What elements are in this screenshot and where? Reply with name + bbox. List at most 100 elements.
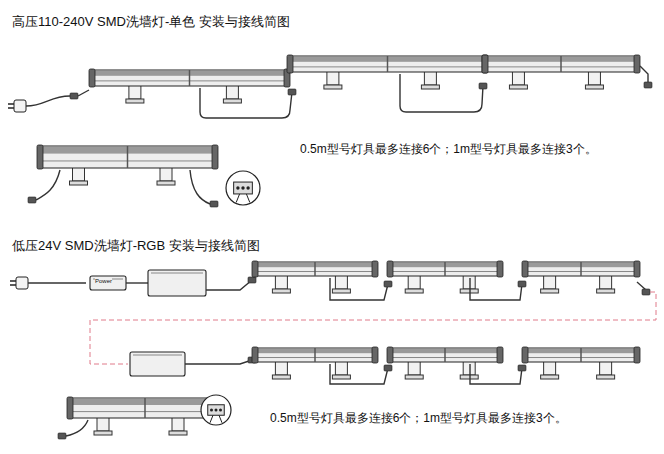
mounting-bracket (226, 86, 238, 99)
wall-washer-fixture (482, 55, 640, 89)
wall-washer-fixture (252, 261, 378, 293)
note-text: 0.5m型号灯具最多连接6个；1m型号灯具最多连接3个。 (270, 412, 567, 426)
power-cable (126, 282, 148, 283)
fixture-body (40, 146, 215, 168)
mounting-bracket (544, 276, 556, 289)
cable-connector (210, 201, 218, 207)
cable-connector (384, 281, 392, 287)
wall-washer-fixture (387, 347, 503, 379)
fixture-body (525, 262, 637, 276)
fixture-body (525, 348, 637, 362)
mounting-bracket (129, 86, 141, 99)
power-cable (78, 90, 89, 96)
end-cap (252, 347, 258, 363)
fixture-joint (580, 348, 582, 362)
cable-connector (518, 365, 526, 371)
power-cable (400, 74, 483, 112)
power-cable (190, 170, 210, 204)
mounting-bracket (160, 168, 172, 181)
power-cable (28, 282, 86, 283)
bracket-base (597, 375, 615, 379)
cable-connector (479, 83, 487, 89)
power-cable (330, 278, 388, 300)
mounting-bracket (335, 362, 347, 375)
power-cable (185, 360, 252, 364)
end-cap (482, 55, 488, 73)
mounting-bracket (424, 72, 436, 85)
power-cable (200, 88, 292, 118)
wall-washer-fixture (522, 347, 640, 379)
connector-detail (201, 395, 231, 425)
fixture-joint (387, 56, 389, 72)
end-cap (497, 347, 503, 363)
note-text: 0.5m型号灯具最多连接6个；1m型号灯具最多连接3个。 (300, 143, 597, 157)
mounting-bracket (463, 362, 475, 375)
end-cap (67, 397, 73, 419)
bracket-base (541, 289, 559, 293)
power-cable (206, 280, 252, 290)
end-cap (287, 55, 293, 73)
bracket-base (585, 85, 603, 89)
end-cap (497, 261, 503, 277)
bracket-base (405, 375, 423, 379)
cable-connector (644, 82, 652, 88)
fixture-joint (444, 348, 446, 362)
wall-washer-fixture (522, 261, 640, 293)
mains-plug (8, 100, 26, 112)
section-heading: 低压24V SMD洗墙灯-RGB 安装与接线简图 (12, 239, 260, 254)
bracket-base (157, 181, 175, 185)
fixture-body (290, 56, 485, 72)
bracket-base (70, 181, 88, 185)
bracket-base (126, 99, 144, 103)
fixture-joint (127, 146, 129, 168)
cable-connector (58, 433, 66, 439)
power-cable (640, 66, 648, 82)
end-cap (482, 55, 488, 73)
end-cap (37, 145, 43, 169)
cable-connector (518, 281, 526, 287)
mounting-bracket (600, 362, 612, 375)
end-cap (634, 261, 640, 277)
power-cable (36, 170, 60, 200)
bracket-base (421, 85, 439, 89)
wall-washer-fixture (387, 261, 503, 293)
rgb-controller (130, 352, 185, 376)
mounting-bracket (327, 72, 339, 85)
mounting-bracket (275, 362, 287, 375)
end-cap (387, 261, 393, 277)
mounting-bracket (600, 276, 612, 289)
fixture-body (390, 262, 500, 276)
mains-plug (10, 277, 28, 289)
fixture-joint (314, 262, 316, 276)
mounting-bracket (172, 418, 184, 431)
cable-connector (248, 277, 256, 283)
mounting-bracket (408, 362, 420, 375)
fixture-joint (580, 262, 582, 276)
bracket-base (597, 289, 615, 293)
fixture-joint (189, 70, 191, 86)
mounting-bracket (408, 276, 420, 289)
mounting-bracket (512, 72, 524, 85)
end-cap (372, 347, 378, 363)
end-cap (212, 145, 218, 169)
connector-detail (226, 171, 260, 205)
power-cable (470, 364, 522, 384)
wall-washer-fixture (89, 69, 290, 103)
end-cap (89, 69, 95, 87)
fixture-body (255, 348, 375, 362)
power-cable (26, 96, 70, 106)
mounting-bracket (588, 72, 600, 85)
cable-connector (288, 89, 296, 95)
fixture-body (485, 56, 637, 72)
fixture-joint (444, 262, 446, 276)
device-label: Power (95, 278, 112, 285)
bracket-base (405, 289, 423, 293)
power-cable (66, 420, 88, 436)
wall-washer-fixture (287, 55, 488, 89)
mounting-bracket (335, 276, 347, 289)
power-cable (330, 364, 388, 384)
fixture-body (70, 398, 220, 418)
cable-connector (384, 365, 392, 371)
power-cable (470, 278, 522, 300)
fixture-joint (144, 398, 146, 418)
